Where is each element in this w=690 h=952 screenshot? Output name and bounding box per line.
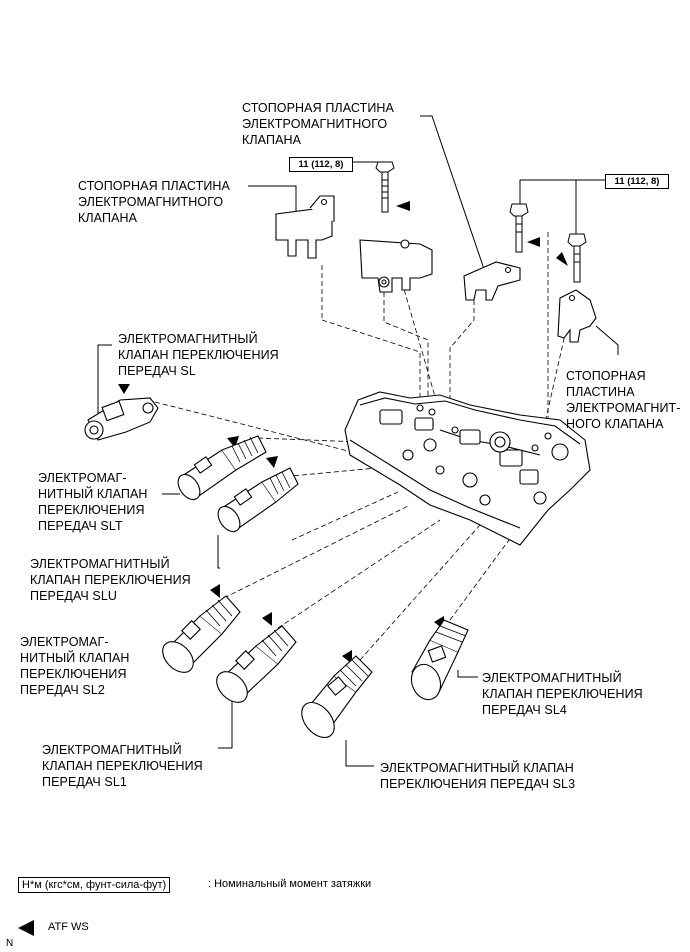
label-solenoid-slt: ЭЛЕКТРОМАГ- НИТНЫЙ КЛАПАН ПЕРЕКЛЮЧЕНИЯ П…: [38, 471, 148, 533]
retaining-plates: [275, 195, 597, 343]
label-solenoid-sl: ЭЛЕКТРОМАГНИТНЫЙ КЛАПАН ПЕРЕКЛЮЧЕНИЯ ПЕР…: [118, 332, 279, 378]
torque-spec-left: 11 (112, 8): [289, 157, 353, 172]
solenoid-slt: [177, 435, 267, 501]
label-solenoid-sl3: ЭЛЕКТРОМАГНИТНЫЙ КЛАПАН ПЕРЕКЛЮЧЕНИЯ ПЕР…: [380, 761, 576, 791]
label-solenoid-sl4: ЭЛЕКТРОМАГНИТНЫЙ КЛАПАН ПЕРЕКЛЮЧЕНИЯ ПЕР…: [482, 671, 643, 717]
label-retaining-plate-right: СТОПОРНАЯ ПЛАСТИНА ЭЛЕКТРОМАГНИТ- НОГО К…: [566, 369, 681, 431]
bolts: [375, 161, 587, 283]
label-solenoid-sl2: ЭЛЕКТРОМАГ- НИТНЫЙ КЛАПАН ПЕРЕКЛЮЧЕНИЯ П…: [20, 635, 130, 697]
solenoid-sl1: [216, 625, 297, 703]
corner-mark: N: [6, 938, 14, 949]
solenoid-sl4: [410, 619, 469, 701]
legend-torque-unit: Н*м (кгс*см, фунт-сила-фут): [18, 877, 171, 893]
solenoid-sl2: [162, 595, 241, 673]
torque-spec-right: 11 (112, 8): [605, 174, 669, 189]
label-solenoid-sl1: ЭЛЕКТРОМАГНИТНЫЙ КЛАПАН ПЕРЕКЛЮЧЕНИЯ ПЕР…: [42, 743, 203, 789]
legend-atf: ATF WS: [48, 921, 89, 933]
solenoid-sl: [84, 397, 159, 441]
label-retaining-plate-top: СТОПОРНАЯ ПЛАСТИНА ЭЛЕКТРОМАГНИТНОГО КЛА…: [242, 101, 394, 147]
leader-lines: [97, 115, 619, 767]
label-retaining-plate-left: СТОПОРНАЯ ПЛАСТИНА ЭЛЕКТРОМАГНИТНОГО КЛА…: [78, 179, 230, 225]
solenoid-sl3: [301, 655, 373, 739]
solenoid-slu: [217, 467, 299, 533]
legend-torque-desc: : Номинальный момент затяжки: [208, 878, 372, 890]
label-solenoid-slu: ЭЛЕКТРОМАГНИТНЫЙ КЛАПАН ПЕРЕКЛЮЧЕНИЯ ПЕР…: [30, 557, 191, 603]
valve-body: [344, 391, 591, 546]
install-arrows: [18, 201, 568, 936]
